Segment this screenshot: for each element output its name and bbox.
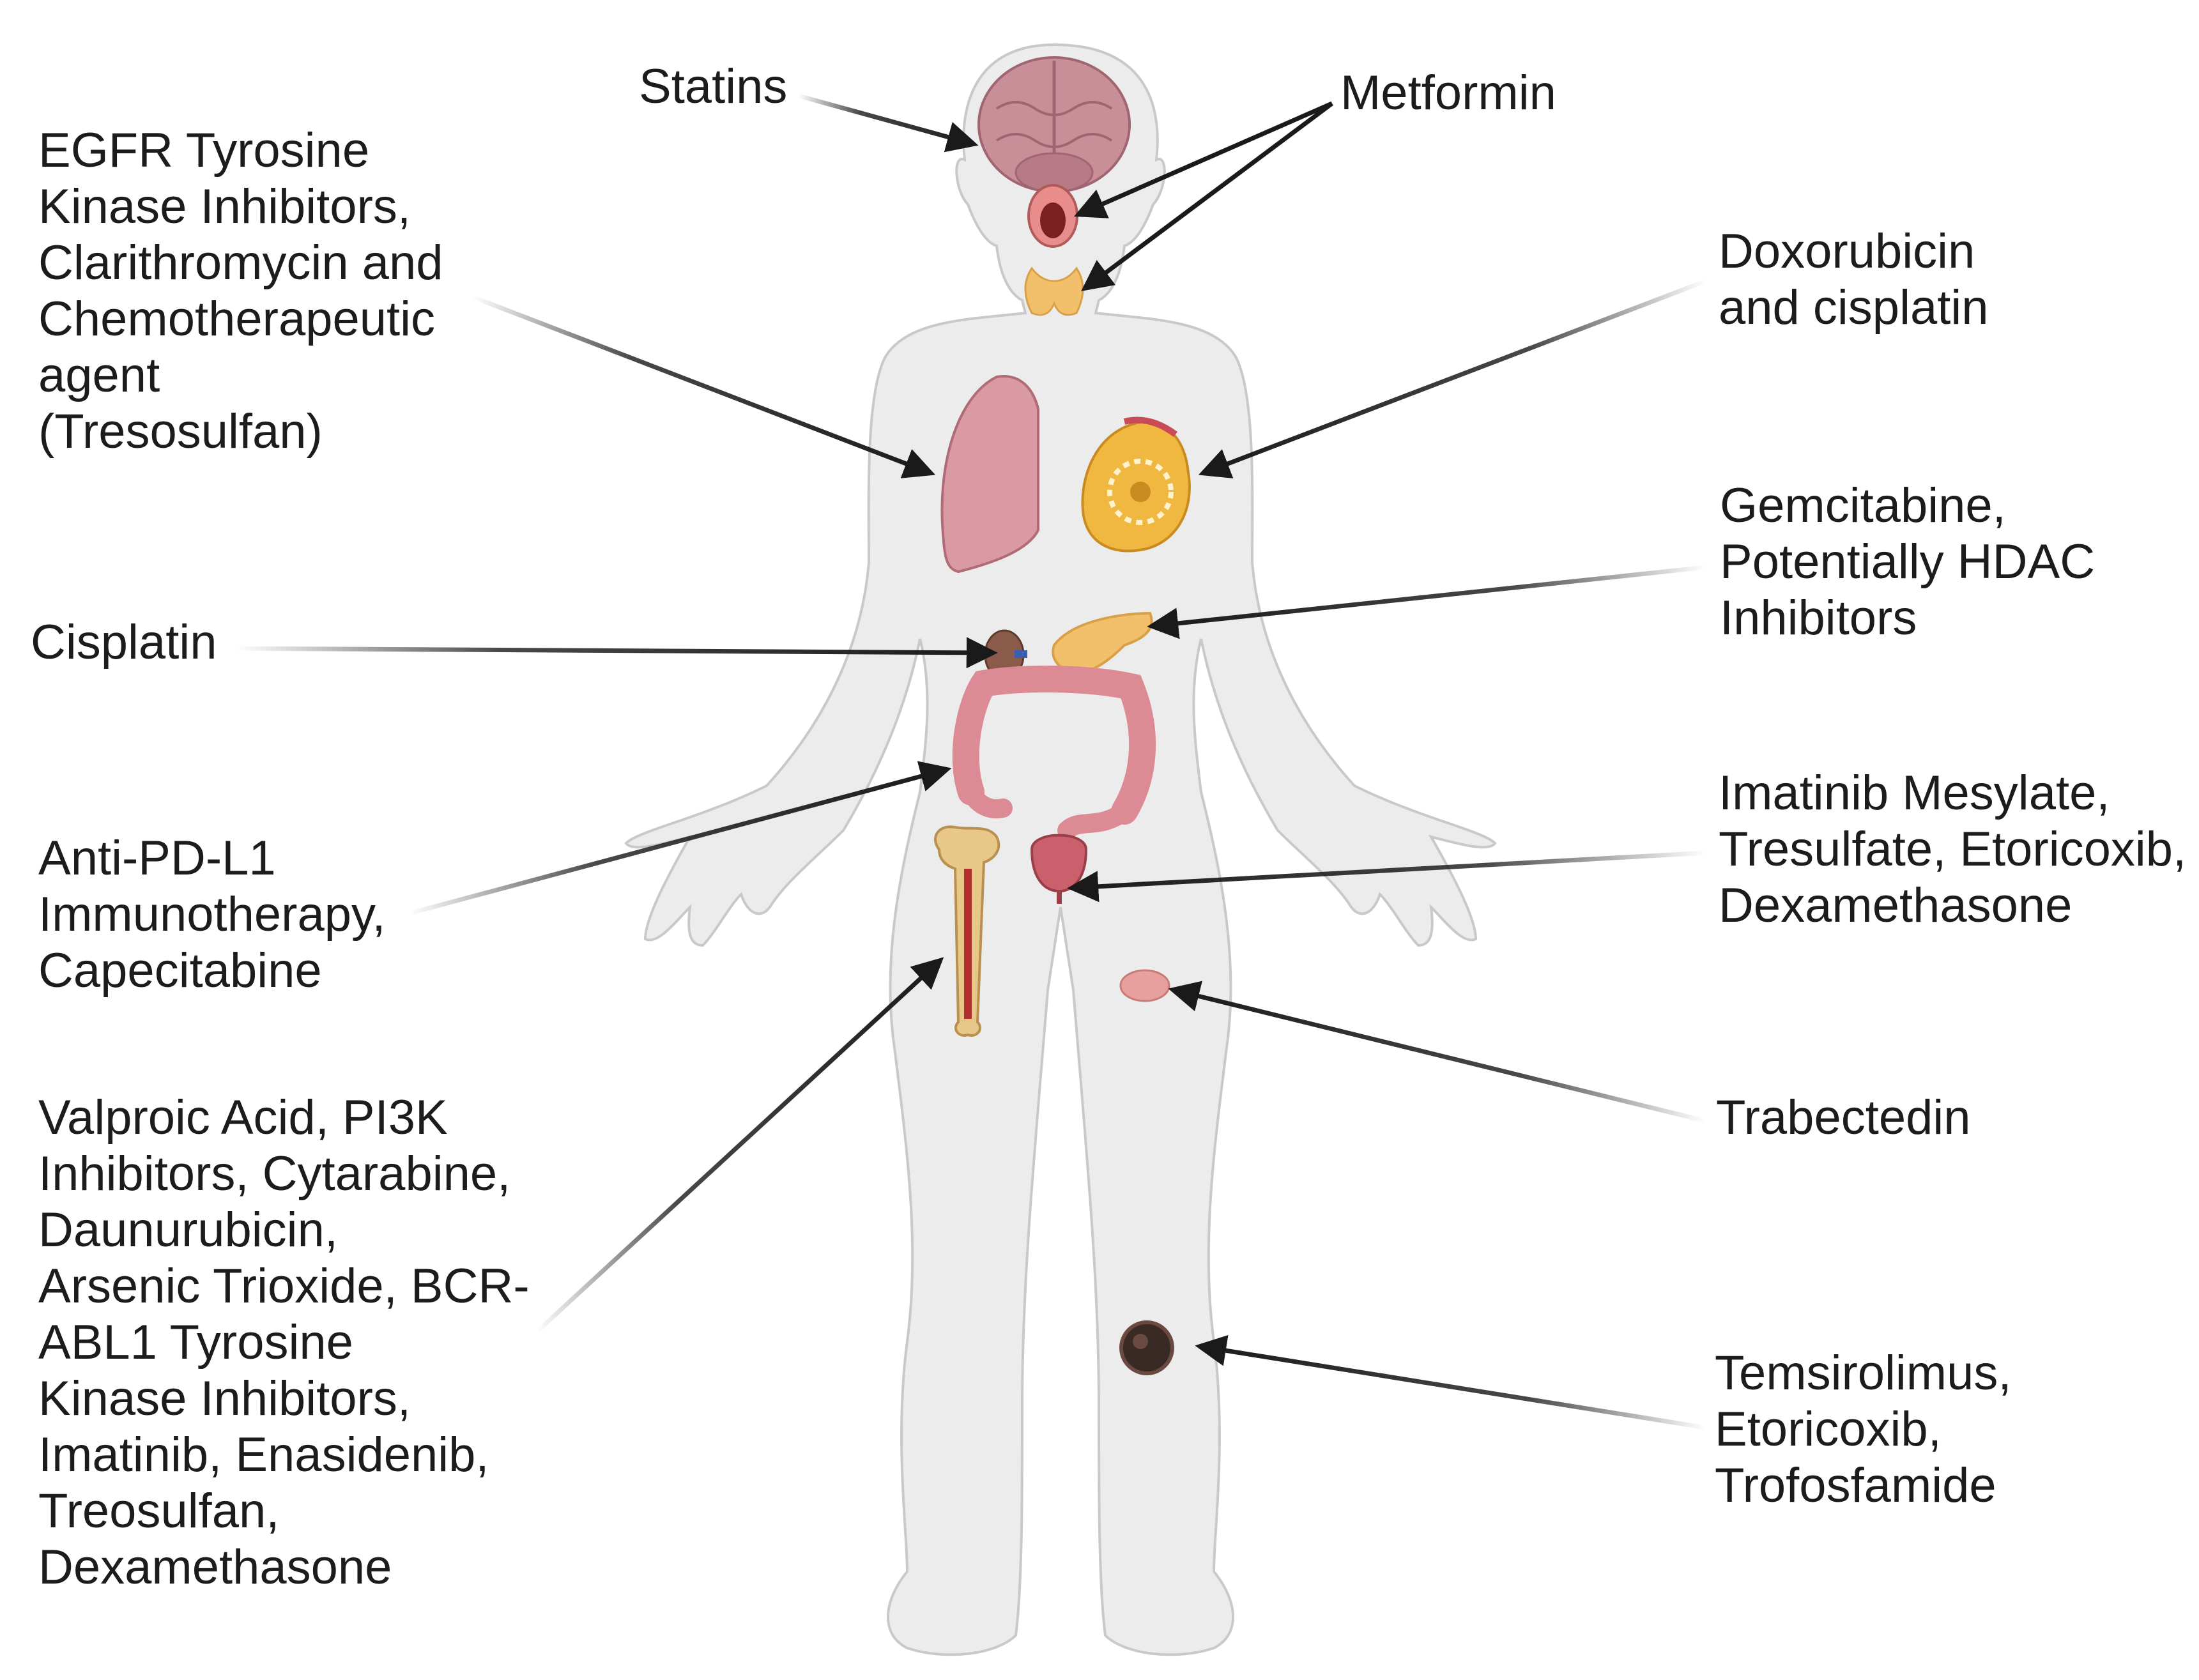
label-doxorubicin: Doxorubicin and cisplatin	[1719, 224, 1989, 335]
label-imatinib: Imatinib Mesylate, Tresulfate, Etoricoxi…	[1719, 766, 2187, 933]
label-metformin: Metformin	[1340, 66, 1556, 120]
label-gemcitabine: Gemcitabine, Potentially HDAC Inhibitors	[1720, 478, 2096, 645]
label-statins: Statins	[639, 59, 788, 114]
arrow-gemcitabine	[1147, 565, 1706, 639]
arrow-statins	[798, 93, 979, 153]
breast-icon	[1081, 416, 1191, 553]
arrow-temsirolimus	[1195, 1335, 1706, 1430]
label-trabectedin: Trabectedin	[1716, 1090, 1971, 1145]
soft-tissue-icon	[1119, 969, 1170, 1002]
label-cisplatin: Cisplatin	[31, 615, 217, 669]
label-egfr-tki: EGFR Tyrosine Kinase Inhibitors, Clarith…	[38, 123, 443, 459]
lung-icon	[940, 375, 1039, 574]
arrow-metformin-thyroid	[1081, 102, 1334, 291]
arrow-imatinib	[1067, 850, 1706, 903]
label-valproic-acid: Valproic Acid, PI3K Inhibitors, Cytarabi…	[38, 1090, 530, 1594]
intestine-icon	[952, 666, 1156, 840]
arrow-cisplatin	[236, 637, 998, 669]
label-anti-pd-l1: Anti-PD-L1 Immunotherapy, Capecitabine	[38, 831, 386, 998]
mouth-icon	[1027, 184, 1078, 248]
arrow-doxorubicin	[1198, 279, 1707, 478]
tumor-icon	[1119, 1320, 1174, 1375]
thyroid-icon	[1024, 266, 1084, 316]
arrows	[236, 93, 1707, 1430]
arrow-valproic	[535, 957, 944, 1334]
arrow-egfr	[471, 294, 936, 478]
brain-icon	[977, 56, 1131, 193]
bone-icon	[934, 825, 1000, 1037]
label-temsirolimus: Temsirolimus, Etoricoxib, Trofosfamide	[1715, 1346, 2012, 1513]
arrow-trabectedin	[1168, 981, 1706, 1124]
arrow-antipdl1	[408, 761, 952, 916]
arrow-metformin-mouth	[1074, 101, 1333, 218]
